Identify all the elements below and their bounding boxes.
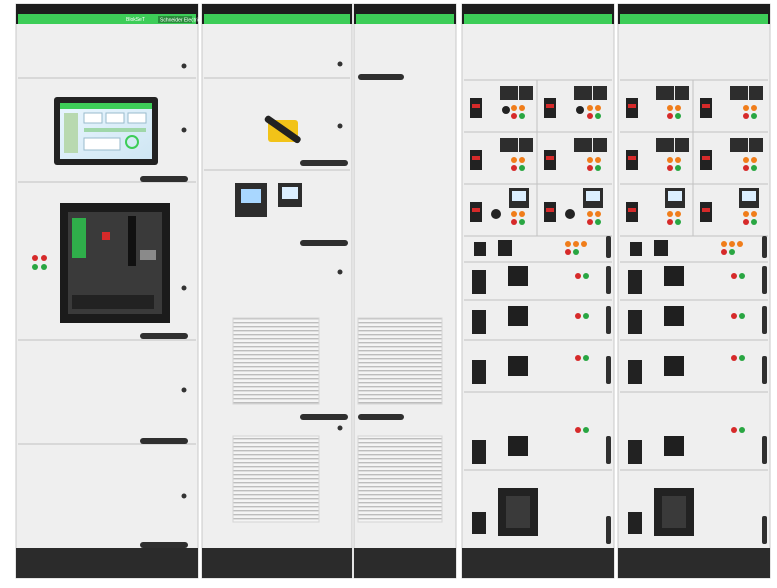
door-handles-incomer <box>140 176 188 548</box>
ventilation-grilles-feeder <box>357 317 443 523</box>
isolator-handle <box>264 115 301 144</box>
brand-strip <box>18 14 196 24</box>
mcc-drawers-a <box>470 86 607 536</box>
mcc-drawers-b <box>626 86 763 536</box>
brand-label: BlokSeT <box>126 17 145 23</box>
ventilation-grilles-bus <box>232 317 320 523</box>
cabinet-incomer: BlokSeT Schneider Electric <box>15 3 201 579</box>
indicator-lamps-incomer <box>32 255 47 270</box>
cabinet-bus-coupler <box>201 3 353 579</box>
brand-logo-text: Schneider Electric <box>160 18 201 24</box>
door-locks-incomer <box>181 63 187 499</box>
door-handles-bus <box>300 160 348 420</box>
cabinet-feeder <box>353 3 457 579</box>
drawer-handles-a <box>606 236 611 544</box>
cabinet-motor-control-b <box>617 3 771 579</box>
cabinet-motor-control-a <box>461 3 615 579</box>
power-meters <box>235 183 302 217</box>
drawer-handles-b <box>762 236 767 544</box>
cabinet-base <box>16 548 198 578</box>
air-circuit-breaker <box>60 203 170 323</box>
hmi-touchscreen <box>54 97 158 165</box>
